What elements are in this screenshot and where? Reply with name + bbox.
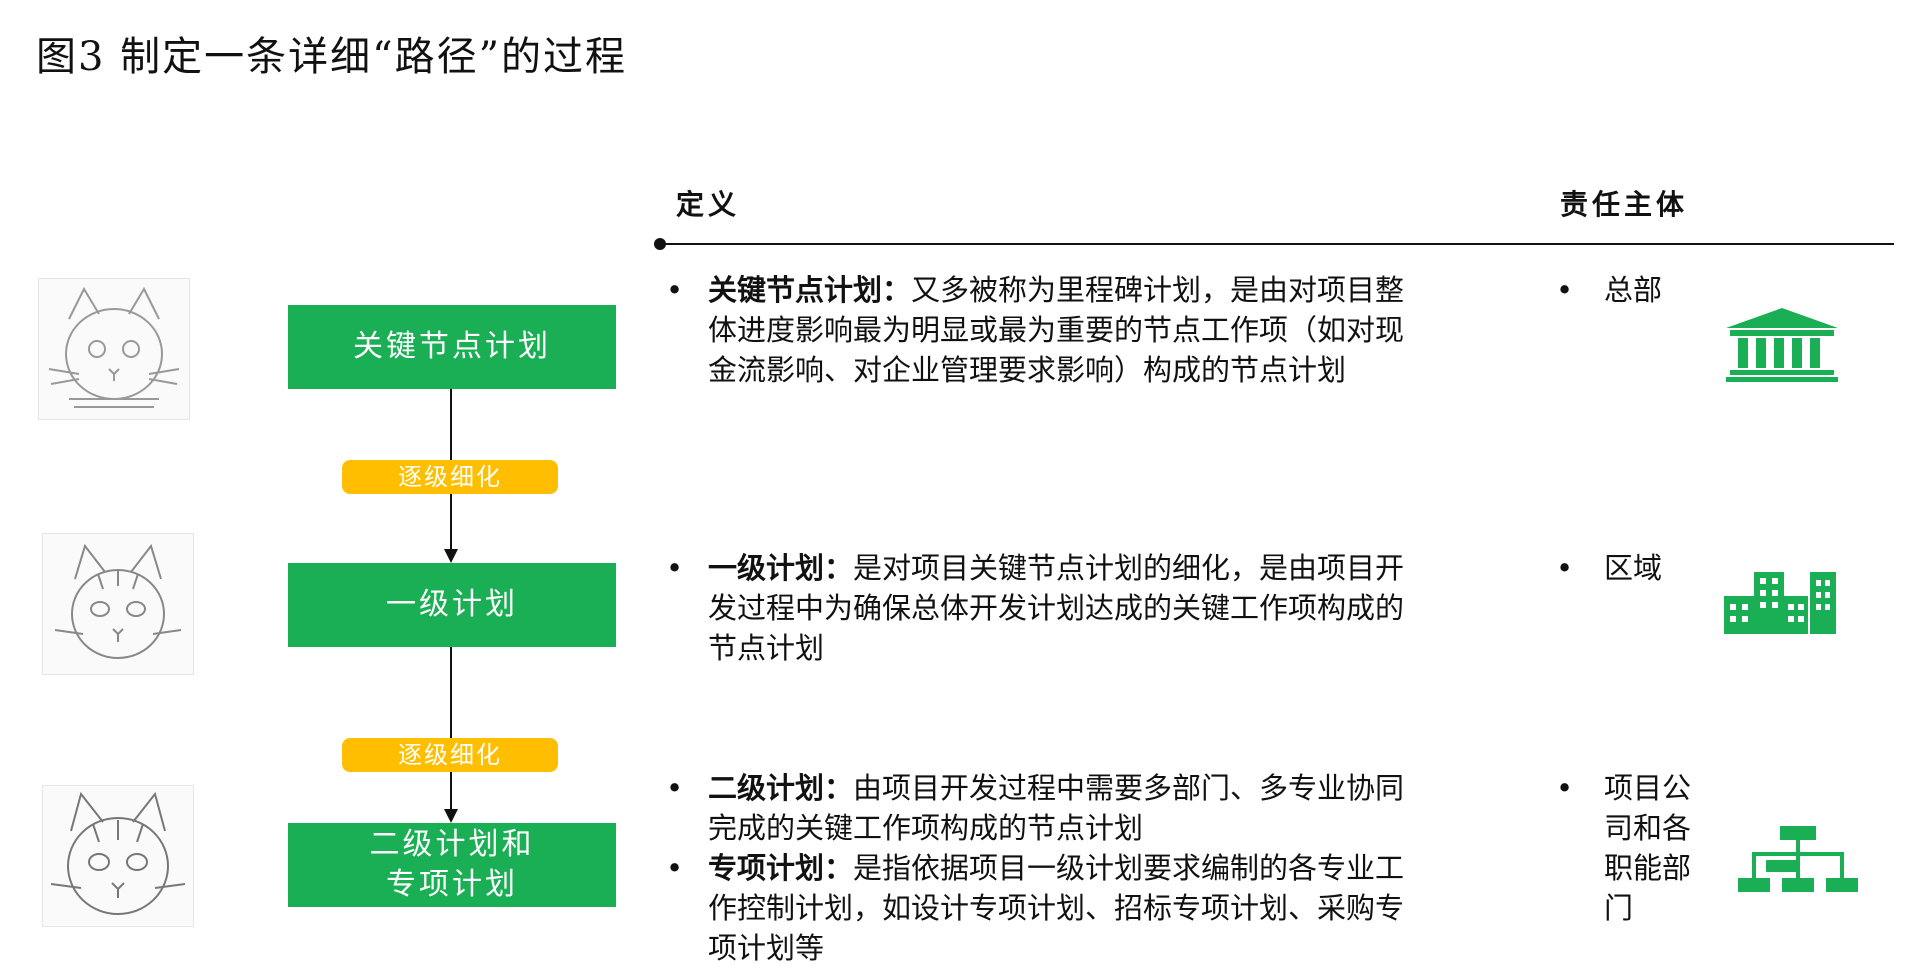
responsible-text: 总部 [1604,273,1663,307]
cat-sketch-image-2 [42,533,194,675]
flow-connector-line [450,647,452,809]
definition-text: 由项目开发过程中需要多部门、多专业协同完成的关键工作项构成的节点计划 [708,771,1405,845]
responsible-entry-1: • 总部 [1556,270,1662,310]
responsible-header: 责任主体 [1560,188,1689,221]
flow-box-label: 一级计划 [386,587,518,622]
definition-block-2: • 一级计划：是对项目关键节点计划的细化，是由项目开发过程中为确保总体开发计划达… [660,548,1420,668]
refine-label-pill: 逐级细化 [342,738,558,772]
flow-box-level-1-plan: 一级计划 [288,563,616,647]
bullet: • [666,273,684,307]
flow-box-label: 关键节点计划 [353,329,551,364]
responsible-text: 项目公司和各职能部门 [1604,771,1692,925]
definition-block-1: • 关键节点计划：又多被称为里程碑计划，是由对项目整体进度影响最为明显或最为重要… [660,270,1420,390]
bullet: • [1556,551,1574,585]
definition-text: 是指依据项目一级计划要求编制的各专业工作控制计划，如设计专项计划、招标专项计划、… [708,851,1405,965]
flow-arrowhead [444,809,458,823]
bank-building-icon [1726,308,1838,382]
responsible-entry-2: • 区域 [1556,548,1662,588]
flow-box-level-2-and-special-plan: 二级计划和 专项计划 [288,823,616,907]
flow-arrowhead [444,549,458,563]
definition-text: 又多被称为里程碑计划，是由对项目整体进度影响最为明显或最为重要的节点工作项（如对… [708,273,1405,387]
definition-item: • 专项计划：是指依据项目一级计划要求编制的各专业工作控制计划，如设计专项计划、… [660,848,1420,968]
definition-term: 关键节点计划： [708,273,912,307]
bullet: • [666,551,684,585]
definition-term: 一级计划： [708,551,854,585]
definition-item: • 一级计划：是对项目关键节点计划的细化，是由项目开发过程中为确保总体开发计划达… [660,548,1420,668]
bullet: • [1556,771,1574,805]
definition-term: 二级计划： [708,771,854,805]
flow-box-label: 二级计划和 [369,827,535,862]
cat-sketch-image-3 [42,785,194,927]
definition-text: 是对项目关键节点计划的细化，是由项目开发过程中为确保总体开发计划达成的关键工作项… [708,551,1405,665]
definition-item: • 二级计划：由项目开发过程中需要多部门、多专业协同完成的关键工作项构成的节点计… [660,768,1420,848]
definition-header: 定义 [676,188,741,221]
responsible-text: 区域 [1604,551,1663,585]
bullet: • [1556,273,1574,307]
header-rule [660,243,1894,245]
page-title: 图3 制定一条详细“路径”的过程 [36,34,628,80]
definition-term: 专项计划： [708,851,854,885]
flow-box-label: 专项计划 [386,867,518,902]
flow-box-key-node-plan: 关键节点计划 [288,305,616,389]
org-chart-icon [1738,826,1858,894]
responsible-entry-3: • 项目公司和各职能部门 [1556,768,1691,925]
cat-sketch-image-1 [38,278,190,420]
bullet: • [666,771,684,805]
refine-label-pill: 逐级细化 [342,460,558,494]
definition-item: • 关键节点计划：又多被称为里程碑计划，是由对项目整体进度影响最为明显或最为重要… [660,270,1420,390]
bullet: • [666,851,684,885]
city-buildings-icon [1724,570,1836,634]
definition-block-3: • 二级计划：由项目开发过程中需要多部门、多专业协同完成的关键工作项构成的节点计… [660,768,1420,968]
